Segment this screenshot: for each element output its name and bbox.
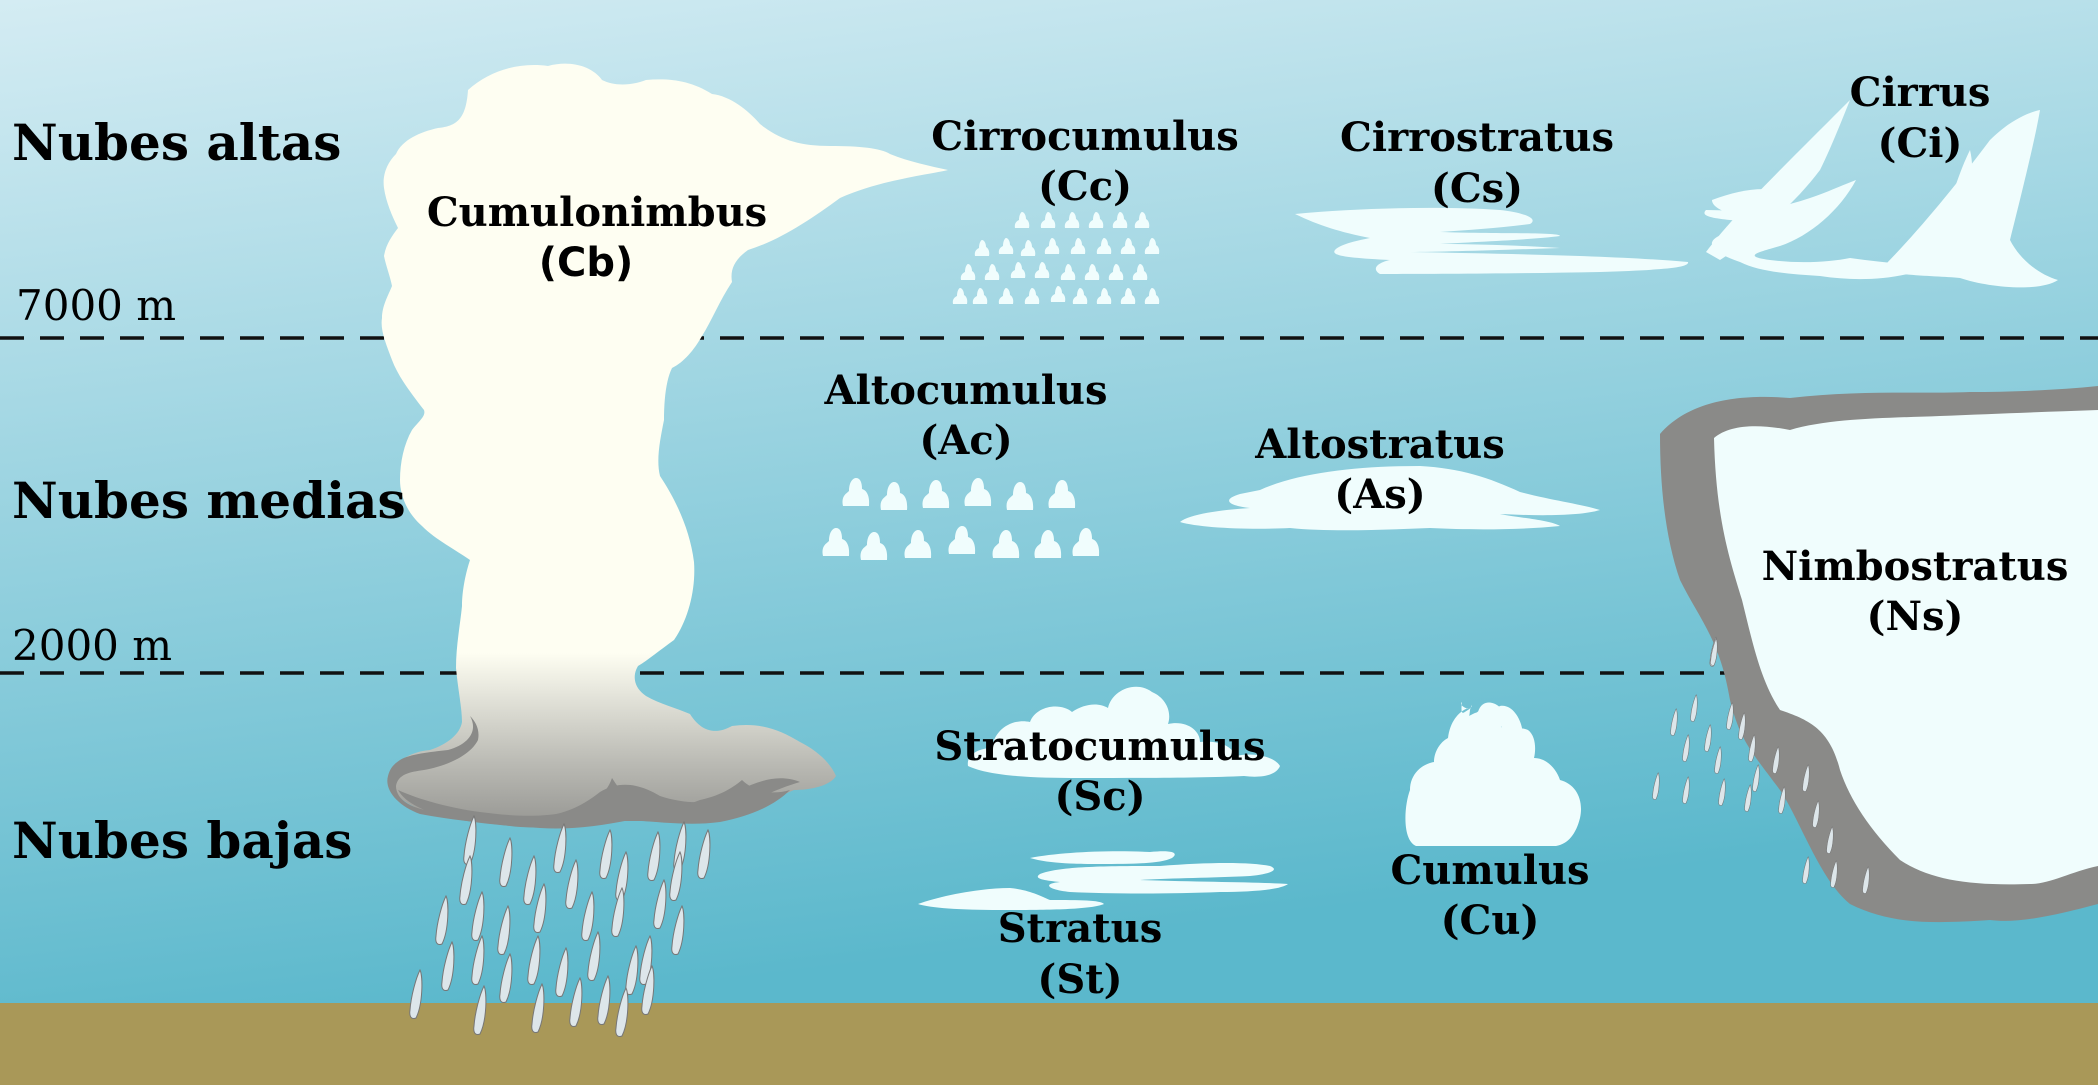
zone-label-middle: Nubes medias: [12, 471, 406, 530]
stratocumulus-abbr: (Sc): [1054, 773, 1145, 820]
altitude-label-7000: 7000 m: [16, 281, 176, 330]
cumulonimbus-abbr: (Cb): [539, 240, 634, 286]
cumulonimbus-cloud: [381, 63, 949, 829]
nimbostratus-cloud: [1660, 386, 2098, 923]
cirrus-abbr: (Ci): [1878, 120, 1963, 167]
stratus-abbr: (St): [1037, 956, 1122, 1003]
cirrostratus-cloud: [1295, 207, 1689, 274]
cumulus-cloud: [1405, 702, 1582, 846]
cirrostratus-name: Cirrostratus: [1340, 114, 1614, 161]
zone-label-high: Nubes altas: [12, 113, 341, 172]
cumulus-abbr: (Cu): [1441, 897, 1540, 944]
stratus-name: Stratus: [998, 905, 1162, 952]
cumulonimbus-name: Cumulonimbus: [427, 189, 767, 236]
cirrus-name: Cirrus: [1850, 69, 1991, 116]
stratocumulus-cloud: [967, 686, 1280, 778]
cirrus-cloud: [1704, 100, 2058, 288]
altostratus-cloud: [1180, 466, 1600, 531]
altostratus-name: Altostratus: [1254, 421, 1504, 468]
cirrocumulus-name: Cirrocumulus: [931, 113, 1239, 160]
altostratus-abbr: (As): [1334, 471, 1425, 518]
altocumulus-name: Altocumulus: [823, 367, 1107, 414]
stratocumulus-name: Stratocumulus: [934, 723, 1265, 770]
cumulus-name: Cumulus: [1390, 847, 1589, 894]
altocumulus-abbr: (Ac): [919, 417, 1012, 464]
cirrostratus-abbr: (Cs): [1431, 165, 1523, 212]
stratus-cloud: [918, 851, 1288, 910]
altitude-label-2000: 2000 m: [12, 621, 172, 670]
ground: [0, 1003, 2098, 1085]
zone-label-low: Nubes bajas: [12, 811, 352, 870]
nimbostratus-abbr: (Ns): [1867, 593, 1964, 640]
cumulus-cloud-top: [1450, 702, 1522, 760]
cirrocumulus-abbr: (Cc): [1038, 163, 1132, 210]
nimbostratus-name: Nimbostratus: [1762, 543, 2069, 590]
